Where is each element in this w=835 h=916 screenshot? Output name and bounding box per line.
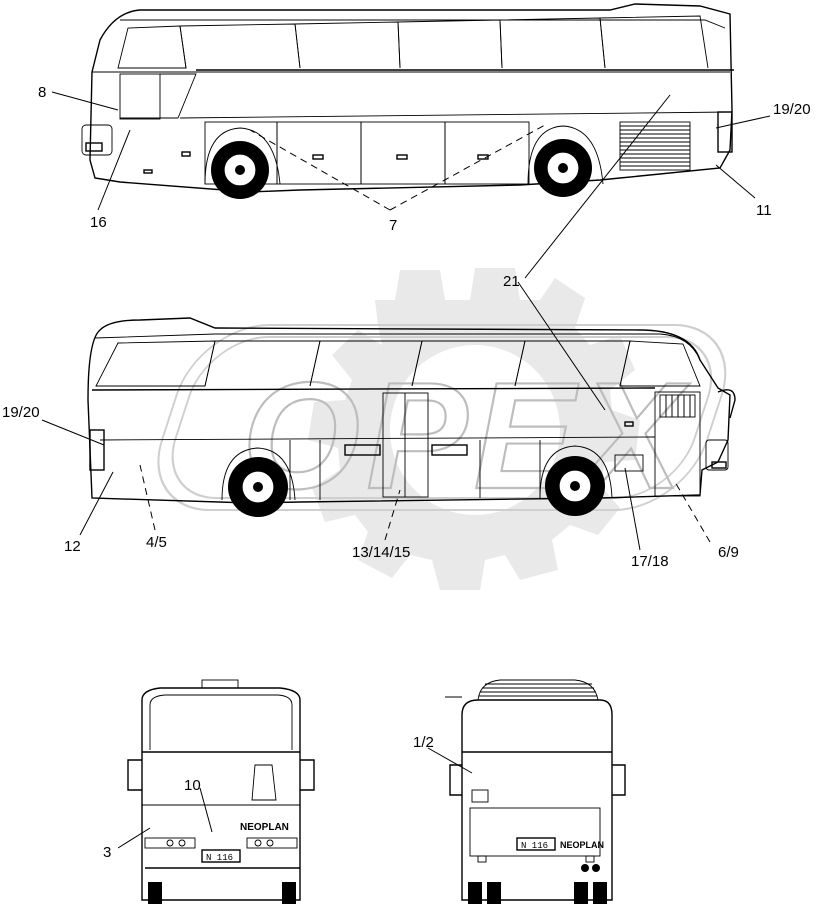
front-brand: NEOPLAN [240,822,289,833]
leader-lines [41,91,771,849]
callout-10: 10 [184,777,201,794]
callouts: 8 16 7 19/20 11 21 19/20 12 4/5 13/14/15… [2,84,811,861]
callout-16: 16 [90,214,107,231]
callout-12: 12 [64,538,81,555]
rear-brand: NEOPLAN [560,840,604,850]
callout-7: 7 [389,217,397,234]
callout-19-20-top: 19/20 [773,101,811,118]
rear-plate: N 116 [521,841,548,851]
callout-4-5: 4/5 [146,534,167,551]
callout-1-2: 1/2 [413,734,434,751]
bus-rear-view: N 116 NEOPLAN [445,679,626,904]
watermark-ring [157,324,727,511]
callout-19-20-middle: 19/20 [2,404,40,421]
front-plate: N 116 [206,853,233,863]
callout-17-18: 17/18 [631,553,669,570]
bus-side-view-middle [87,317,736,517]
callout-6-9: 6/9 [718,544,739,561]
engine-grille-top [619,121,691,171]
bus-side-view-top [81,3,734,199]
rear-top-grille [477,679,599,701]
engine-grille-middle [659,394,696,418]
callout-21: 21 [503,273,520,290]
callout-13-14-15: 13/14/15 [352,544,410,561]
callout-8: 8 [38,84,46,101]
watermark-text: OPEX [242,351,690,521]
callout-3: 3 [103,844,111,861]
callout-11: 11 [756,202,772,219]
bus-front-view: N 116 NEOPLAN [127,679,315,904]
